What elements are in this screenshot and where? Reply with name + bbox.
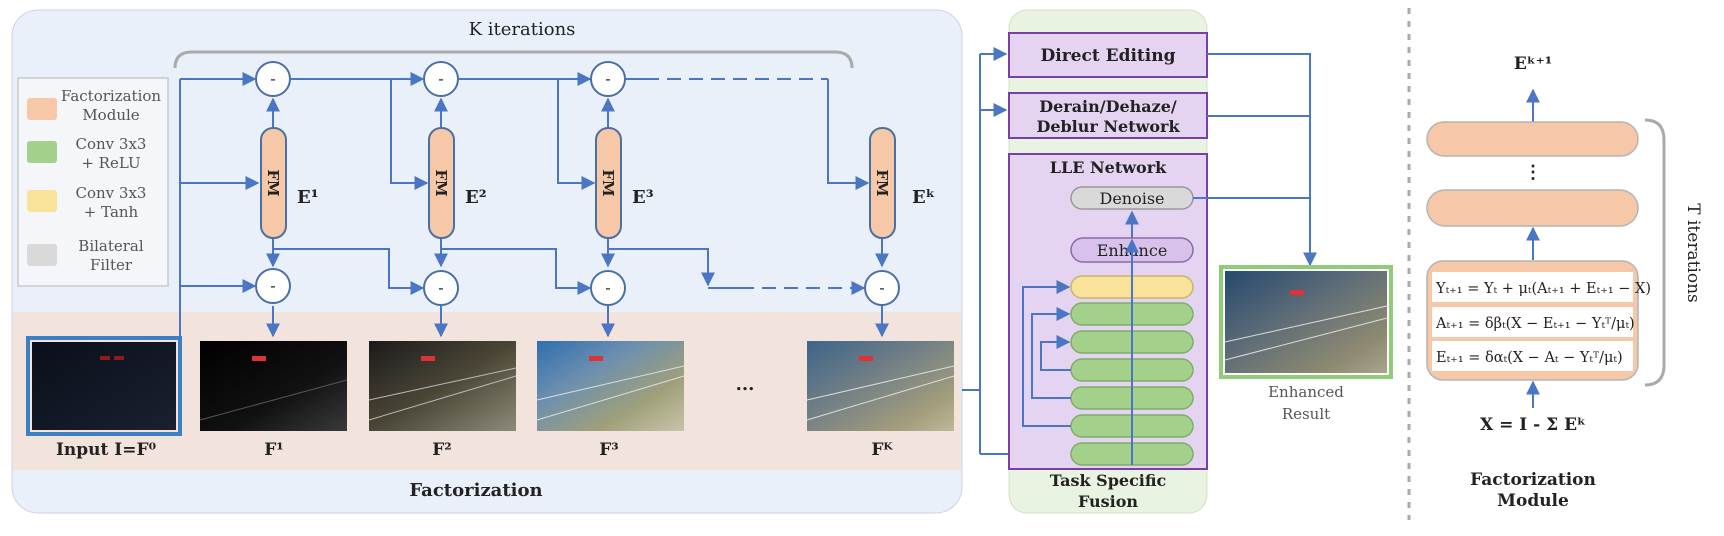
- minus-node-bottom-k: [864, 270, 900, 306]
- eq1-box: [1432, 272, 1633, 302]
- factorization-title: Factorization: [409, 480, 542, 501]
- fm-stage-top: [1426, 121, 1639, 157]
- equation-y-update: Yₜ₊₁ = Yₜ + μₜ(Aₜ₊₁ + Eₜ₊₁ − X): [1435, 281, 1651, 297]
- fm-label: FM: [599, 169, 617, 196]
- fm-modules: FM FM FM FM: [260, 127, 896, 239]
- fusion-title-l1: Task Specific: [1050, 471, 1167, 490]
- fusion-title-l2: Fusion: [1078, 492, 1138, 511]
- derain-label-l1: Derain/Dehaze/: [1039, 97, 1177, 116]
- denoise-label: Denoise: [1099, 189, 1164, 208]
- minus-sign: -: [879, 278, 884, 297]
- fm-module-2: [428, 127, 455, 239]
- result-label-l2: Result: [1282, 405, 1330, 423]
- legend-label-bilateral-l2: Filter: [90, 256, 133, 274]
- fm-module-3: [595, 127, 622, 239]
- legend-label-tanh-l1: Conv 3x3: [76, 184, 147, 202]
- fm-stage-dots: ⋮: [1524, 162, 1542, 183]
- image-row: ...: [26, 336, 955, 436]
- direct-editing-label: Direct Editing: [1041, 46, 1176, 66]
- fm-title-l1: Factorization: [1470, 470, 1596, 490]
- ellipsis: ...: [736, 374, 755, 395]
- legend-label-factorization-l1: Factorization: [61, 87, 161, 105]
- factor-image-2: [369, 341, 516, 431]
- input-image: [32, 342, 176, 430]
- legend-label-factorization-l2: Module: [82, 106, 139, 124]
- f-label-2: F²: [432, 440, 452, 460]
- factorization-flow-lines: [179, 72, 889, 338]
- legend-swatch-factorization: [27, 98, 57, 120]
- result-image-frame: [1219, 265, 1393, 379]
- k-iterations-label: K iterations: [469, 19, 576, 40]
- minus-node-top-2: [423, 61, 459, 97]
- legend-label-bilateral-l1: Bilateral: [78, 237, 144, 255]
- f-label-1: F¹: [264, 440, 284, 460]
- fm-label: FM: [432, 169, 450, 196]
- lle-network-label: LLE Network: [1050, 158, 1167, 177]
- legend: Factorization Module Conv 3x3 + ReLU Con…: [27, 87, 161, 274]
- fm-label: FM: [264, 169, 282, 196]
- fm-top-label: Eᵏ⁺¹: [1514, 54, 1552, 74]
- fusion-output-lines: [1193, 53, 1317, 267]
- legend-label-relu-l1: Conv 3x3: [76, 135, 147, 153]
- fm-title-l2: Module: [1497, 491, 1569, 511]
- minus-sign: -: [270, 276, 275, 295]
- e-label-3: E³: [632, 187, 654, 208]
- factor-image-1: [200, 341, 347, 431]
- minus-sign: -: [605, 278, 610, 297]
- fm-module-k: [869, 127, 896, 239]
- factor-image-k: [807, 341, 954, 431]
- minus-node-top-3: [590, 61, 626, 97]
- result-label-l1: Enhanced: [1268, 383, 1344, 401]
- f-label-3: F³: [599, 440, 619, 460]
- fm-label: FM: [873, 169, 891, 196]
- eq3-box: [1432, 341, 1633, 371]
- e-label-1: E¹: [297, 187, 319, 208]
- minus-node-bottom-3: [590, 270, 626, 306]
- minus-sign: -: [605, 69, 610, 88]
- legend-label-tanh-l2: + Tanh: [84, 203, 139, 221]
- input-label: Input I=F⁰: [56, 440, 156, 460]
- minus-sign: -: [438, 278, 443, 297]
- minus-node-bottom-2: [423, 270, 459, 306]
- eq2-box: [1432, 307, 1633, 337]
- legend-swatch-relu: [27, 141, 57, 163]
- input-image-frame: [26, 336, 182, 436]
- e-label-k: Eᵏ: [912, 187, 935, 208]
- minus-node-top-1: [255, 61, 291, 97]
- factor-image-3: [537, 341, 684, 431]
- minus-node-bottom-1: [255, 268, 291, 304]
- equation-a-update: Aₜ₊₁ = δβₜ(X − Eₜ₊₁ − Yₜᵀ/μₜ): [1435, 316, 1635, 332]
- legend-swatch-bilateral: [27, 244, 57, 266]
- t-iterations-brace: [1644, 118, 1666, 387]
- t-iterations-label: T iterations: [1683, 203, 1703, 303]
- minus-nodes: - - - - - - -: [255, 61, 900, 306]
- e-label-2: E²: [465, 187, 487, 208]
- minus-sign: -: [438, 69, 443, 88]
- derain-label-l2: Deblur Network: [1036, 117, 1180, 136]
- direct-editing-block: [1008, 32, 1208, 78]
- fm-module-1: [260, 127, 287, 239]
- lle-skip-lines: [1022, 210, 1139, 465]
- fm-input-label: X = I - Σ Eᵏ: [1480, 415, 1586, 435]
- minus-sign: -: [270, 69, 275, 88]
- legend-label-relu-l2: + ReLU: [81, 154, 140, 172]
- fm-stage-middle: [1426, 189, 1639, 227]
- equation-e-update: Eₜ₊₁ = δαₜ(X − Aₜ − Yₜᵀ/μₜ): [1436, 350, 1623, 366]
- legend-swatch-tanh: [27, 190, 57, 212]
- k-iterations-brace: [173, 50, 854, 69]
- result-image: [1225, 271, 1387, 373]
- f-label-k: Fᴷ: [871, 440, 893, 460]
